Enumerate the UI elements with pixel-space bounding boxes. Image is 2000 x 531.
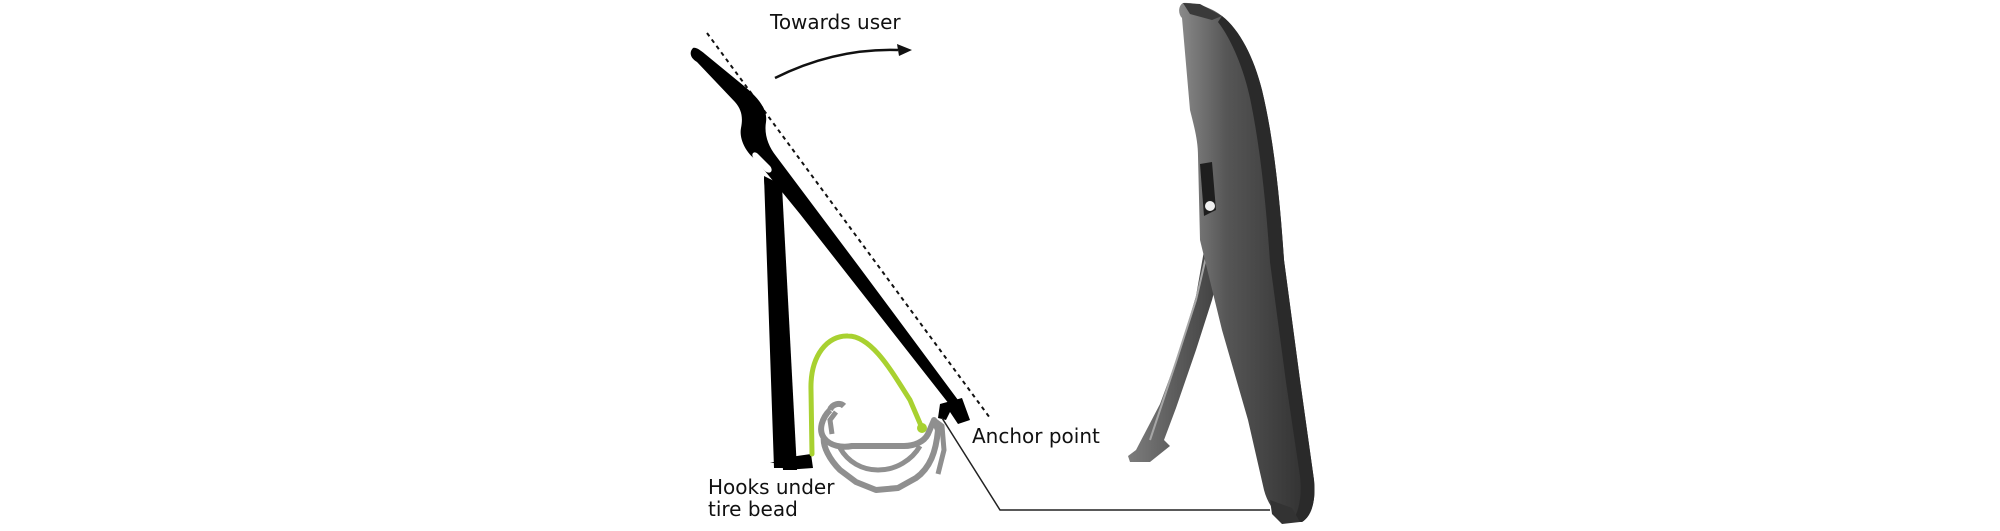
photo-lever-top: [1183, 3, 1222, 20]
lever-silhouette-blade: [690, 47, 968, 420]
rim-inner-well: [837, 444, 923, 473]
photo-lever-edge: [1218, 16, 1315, 522]
arrow-head-icon: [897, 44, 912, 56]
hooks-label-line-2: tire bead: [708, 497, 798, 521]
rim-left-hook: [827, 410, 838, 435]
lever-leg-foot: [783, 454, 813, 470]
rim-right-wall: [932, 418, 947, 475]
photo-lever-leg-highlight: [1149, 239, 1211, 441]
photo-lever-slot-hole: [1205, 201, 1215, 211]
lever-anchor-hook: [938, 398, 970, 424]
lever-leg-body: [764, 178, 797, 470]
photo-lever-blade: [1179, 2, 1315, 522]
anchor-callout-line: [941, 417, 1270, 511]
photo-lever-foot: [1270, 500, 1300, 524]
tire-bead-end: [917, 423, 927, 433]
hooks-label-line-1: Hooks under: [708, 475, 835, 499]
anchor-point-label: Anchor point: [972, 424, 1100, 448]
curved-arrow: [774, 48, 899, 80]
towards-user-label: Towards user: [770, 10, 901, 34]
hooks-under-tire-bead-label: Hooks under tire bead: [708, 476, 834, 520]
rim-cross-section: [818, 400, 941, 493]
lever-slot: [752, 152, 772, 173]
photo-lever-leg: [1128, 228, 1226, 462]
tire-bead-green: [808, 333, 925, 457]
